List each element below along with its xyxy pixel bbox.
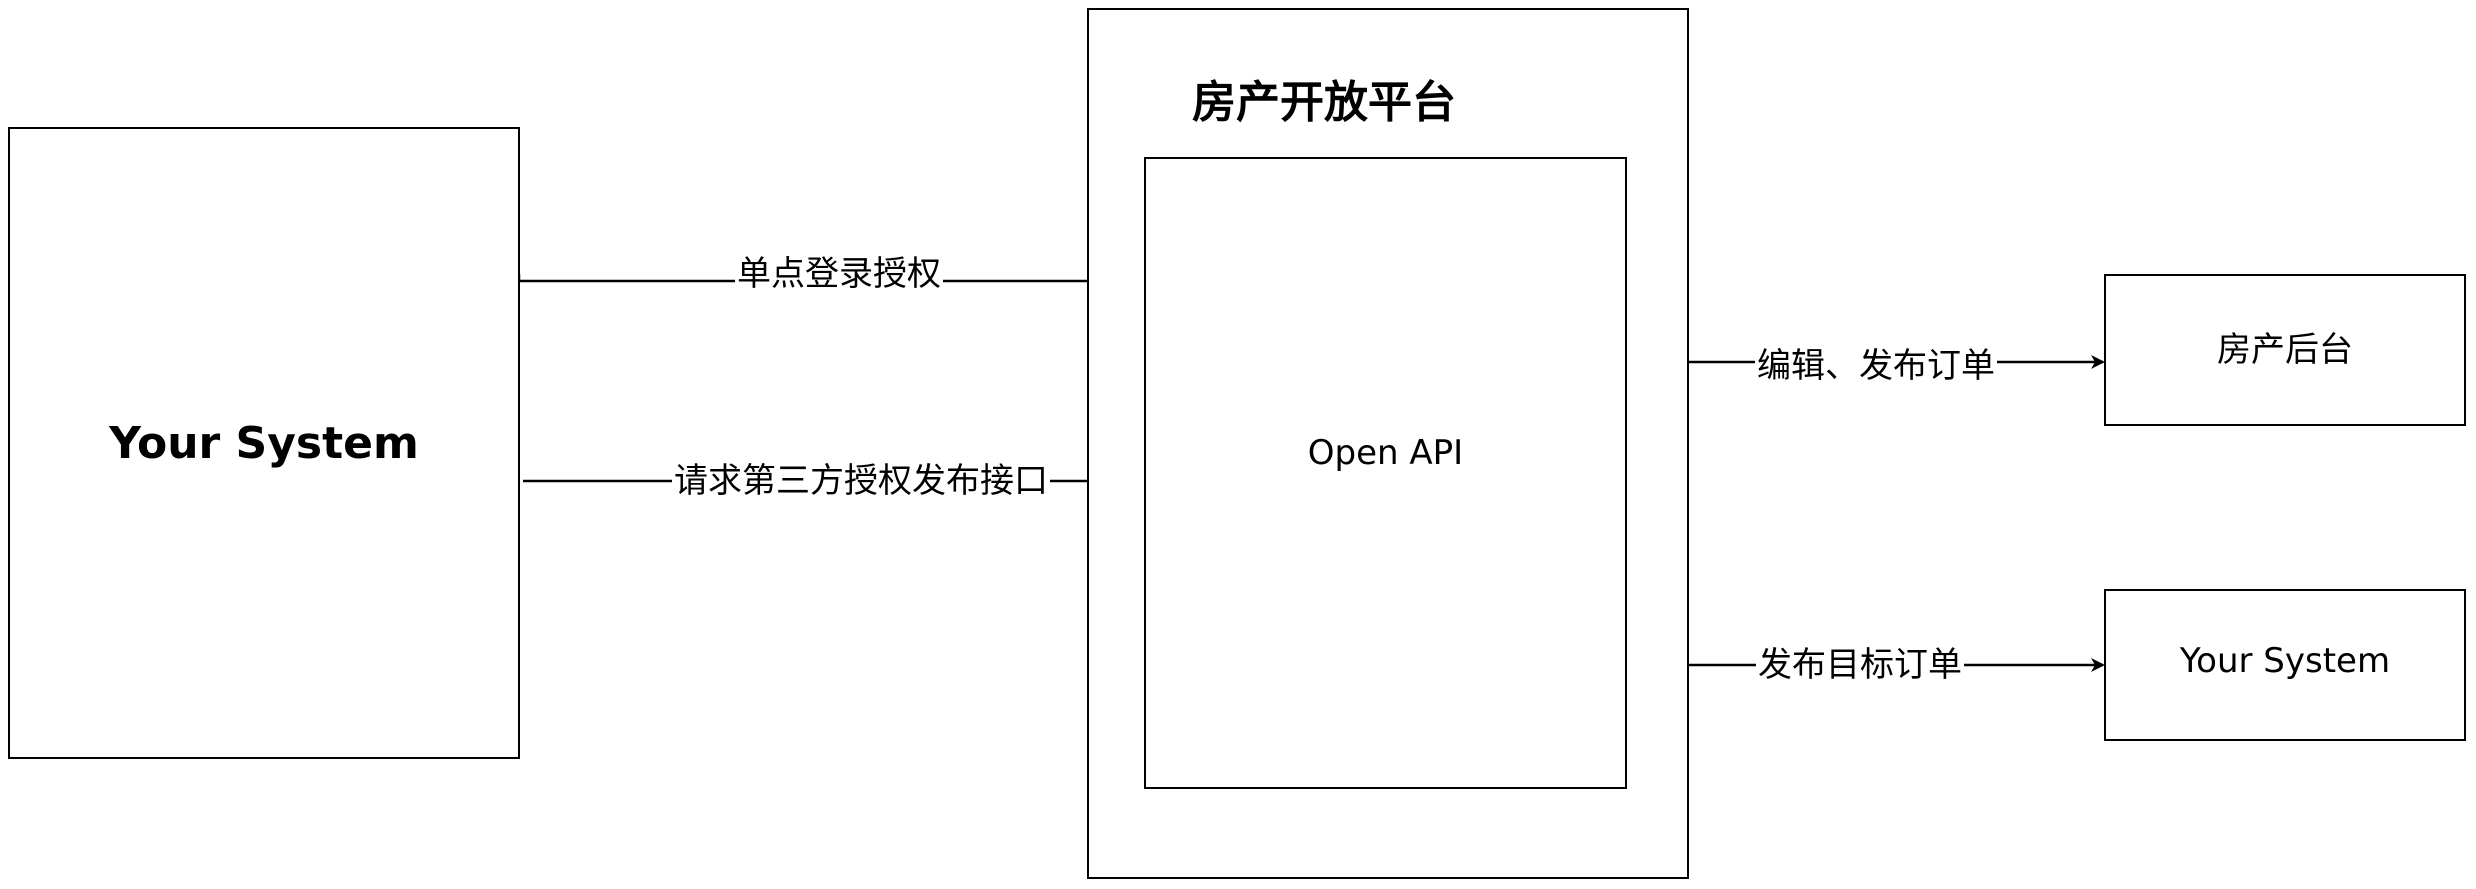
your-system-left-node: Your System — [8, 127, 520, 759]
edge-edit-publish-order-label: 编辑、发布订单 — [1755, 346, 1997, 386]
open-api-label: Open API — [1307, 433, 1464, 473]
backend-label: 房产后台 — [2217, 329, 2353, 370]
edge-third-party-publish-label: 请求第三方授权发布接口 — [672, 461, 1050, 501]
your-system-left-label: Your System — [109, 417, 419, 469]
backend-node: 房产后台 — [2104, 274, 2466, 426]
edge-sso-auth-label: 单点登录授权 — [735, 254, 943, 294]
open-api-node: Open API — [1144, 157, 1627, 789]
edge-publish-target-order-label: 发布目标订单 — [1756, 645, 1964, 685]
your-system-right-label: Your System — [2179, 641, 2391, 681]
platform-title: 房产开放平台 — [1192, 77, 1456, 128]
your-system-right-node: Your System — [2104, 589, 2466, 741]
